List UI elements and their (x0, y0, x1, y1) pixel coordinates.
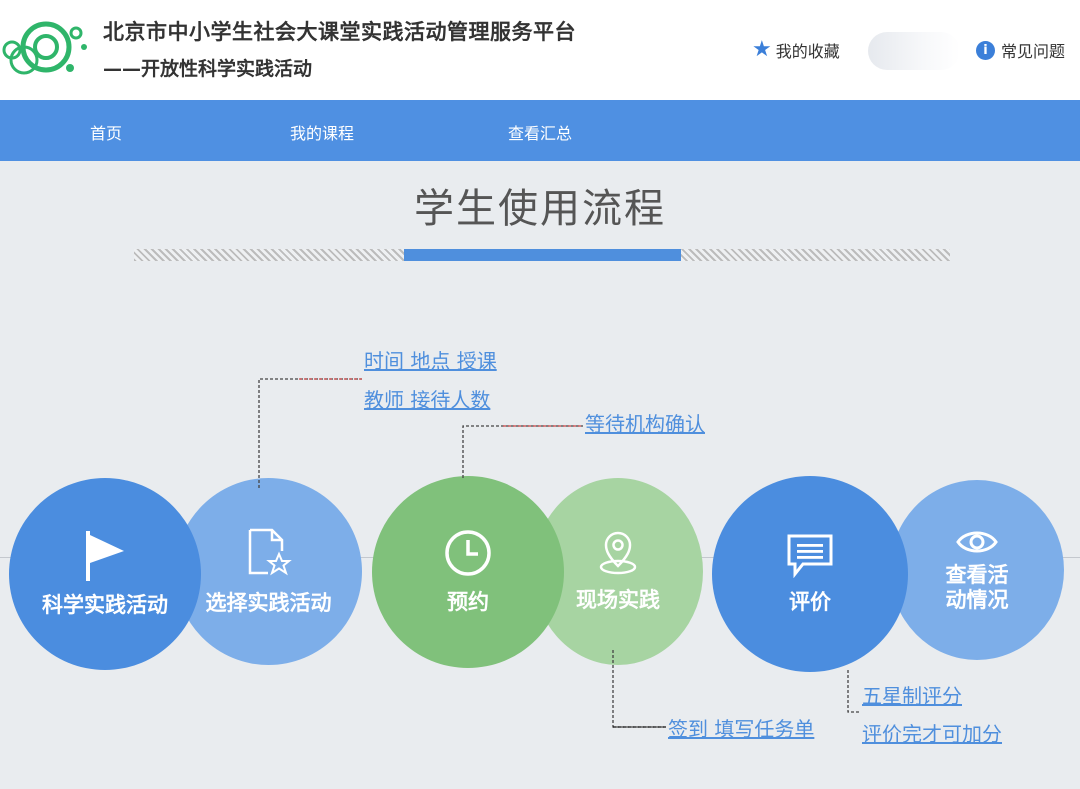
annotation-select-1[interactable]: 时间 地点 授课 (364, 349, 497, 373)
header: 北京市中小学生社会大课堂实践活动管理服务平台 ——开放性科学实践活动 ★ 我的收… (0, 0, 1080, 100)
annotation-booking[interactable]: 等待机构确认 (585, 412, 705, 436)
user-avatar[interactable] (868, 32, 960, 70)
favorites-label: 我的收藏 (775, 42, 840, 61)
site-title: 北京市中小学生社会大课堂实践活动管理服务平台 (103, 20, 576, 44)
favorites-link[interactable]: ★ 我的收藏 (752, 38, 840, 62)
message-icon (787, 534, 833, 579)
eye-icon (956, 531, 998, 553)
nav-item-summary[interactable]: 查看汇总 (508, 124, 573, 143)
step-science-activity[interactable]: 科学实践活动 (9, 478, 201, 670)
doc-star-icon (248, 528, 292, 576)
annotation-rate-1[interactable]: 五星制评分 (862, 684, 962, 708)
step-label: 评价 (789, 590, 831, 615)
nav-item-home[interactable]: 首页 (90, 124, 123, 143)
location-icon (599, 531, 637, 575)
step-label: 预约 (447, 590, 489, 615)
step-select-activity[interactable]: 选择实践活动 (175, 478, 362, 665)
step-label: 科学实践活动 (42, 593, 168, 618)
annotation-select-2[interactable]: 教师 接待人数 (364, 388, 491, 412)
step-evaluation[interactable]: 评价 (712, 476, 908, 672)
info-icon: i (976, 40, 995, 60)
nav-item-my-courses[interactable]: 我的课程 (290, 124, 355, 143)
site-subtitle: ——开放性科学实践活动 (103, 58, 313, 80)
step-booking[interactable]: 预约 (372, 476, 564, 668)
annotation-onsite[interactable]: 签到 填写任务单 (668, 717, 815, 741)
step-label-line2: 动情况 (945, 588, 1009, 612)
divider-accent (404, 249, 681, 261)
step-label: 选择实践活动 (205, 590, 332, 615)
faq-label: 常见问题 (1001, 42, 1066, 61)
faq-link[interactable]: i 常见问题 (976, 38, 1065, 62)
clock-icon (445, 530, 491, 577)
logo-icon[interactable] (0, 14, 92, 84)
star-icon: ★ (752, 37, 772, 62)
step-label-line1: 查看活 (945, 562, 1009, 587)
main-nav: 首页 我的课程 查看汇总 (0, 100, 1080, 161)
page-title: 学生使用流程 (414, 186, 666, 232)
annotation-rate-2[interactable]: 评价完才可加分 (862, 722, 1002, 746)
step-label: 现场实践 (576, 587, 660, 612)
step-view-activity[interactable]: 查看活 动情况 (890, 480, 1064, 660)
flag-icon (86, 531, 124, 582)
